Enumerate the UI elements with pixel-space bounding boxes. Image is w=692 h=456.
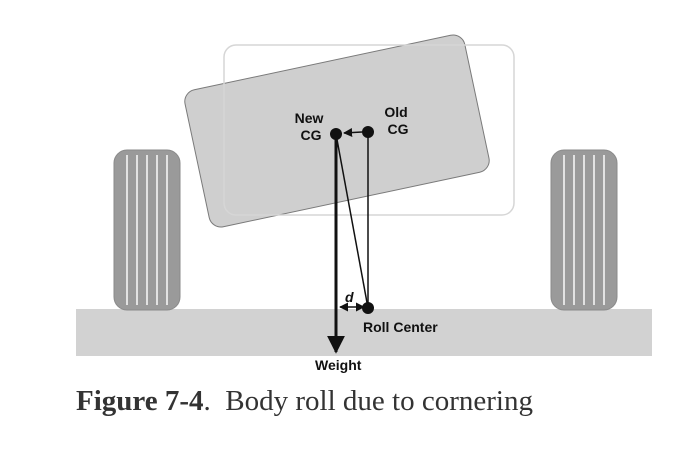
cg-shift-arrow <box>343 128 363 138</box>
new-cg-label: New CG <box>295 110 328 143</box>
road-surface <box>76 309 652 356</box>
new-cg-to-roll-center-line <box>335 133 369 309</box>
new-cg-point <box>330 128 342 140</box>
old-cg-label: Old CG <box>384 104 411 137</box>
right-tire <box>550 149 618 311</box>
weight-label: Weight <box>315 357 362 373</box>
roll-center-point <box>362 302 374 314</box>
left-tire <box>113 149 181 311</box>
d-label: d <box>345 289 354 305</box>
roll-center-label: Roll Center <box>363 319 438 335</box>
caption-text: Body roll due to cornering <box>225 385 533 417</box>
caption-separator: . <box>203 385 211 417</box>
figure-caption: Figure 7-4. Body roll due to cornering <box>76 384 533 418</box>
old-cg-point <box>362 126 374 138</box>
figure-number: Figure 7-4 <box>76 385 204 417</box>
original-body-outline <box>223 44 515 216</box>
